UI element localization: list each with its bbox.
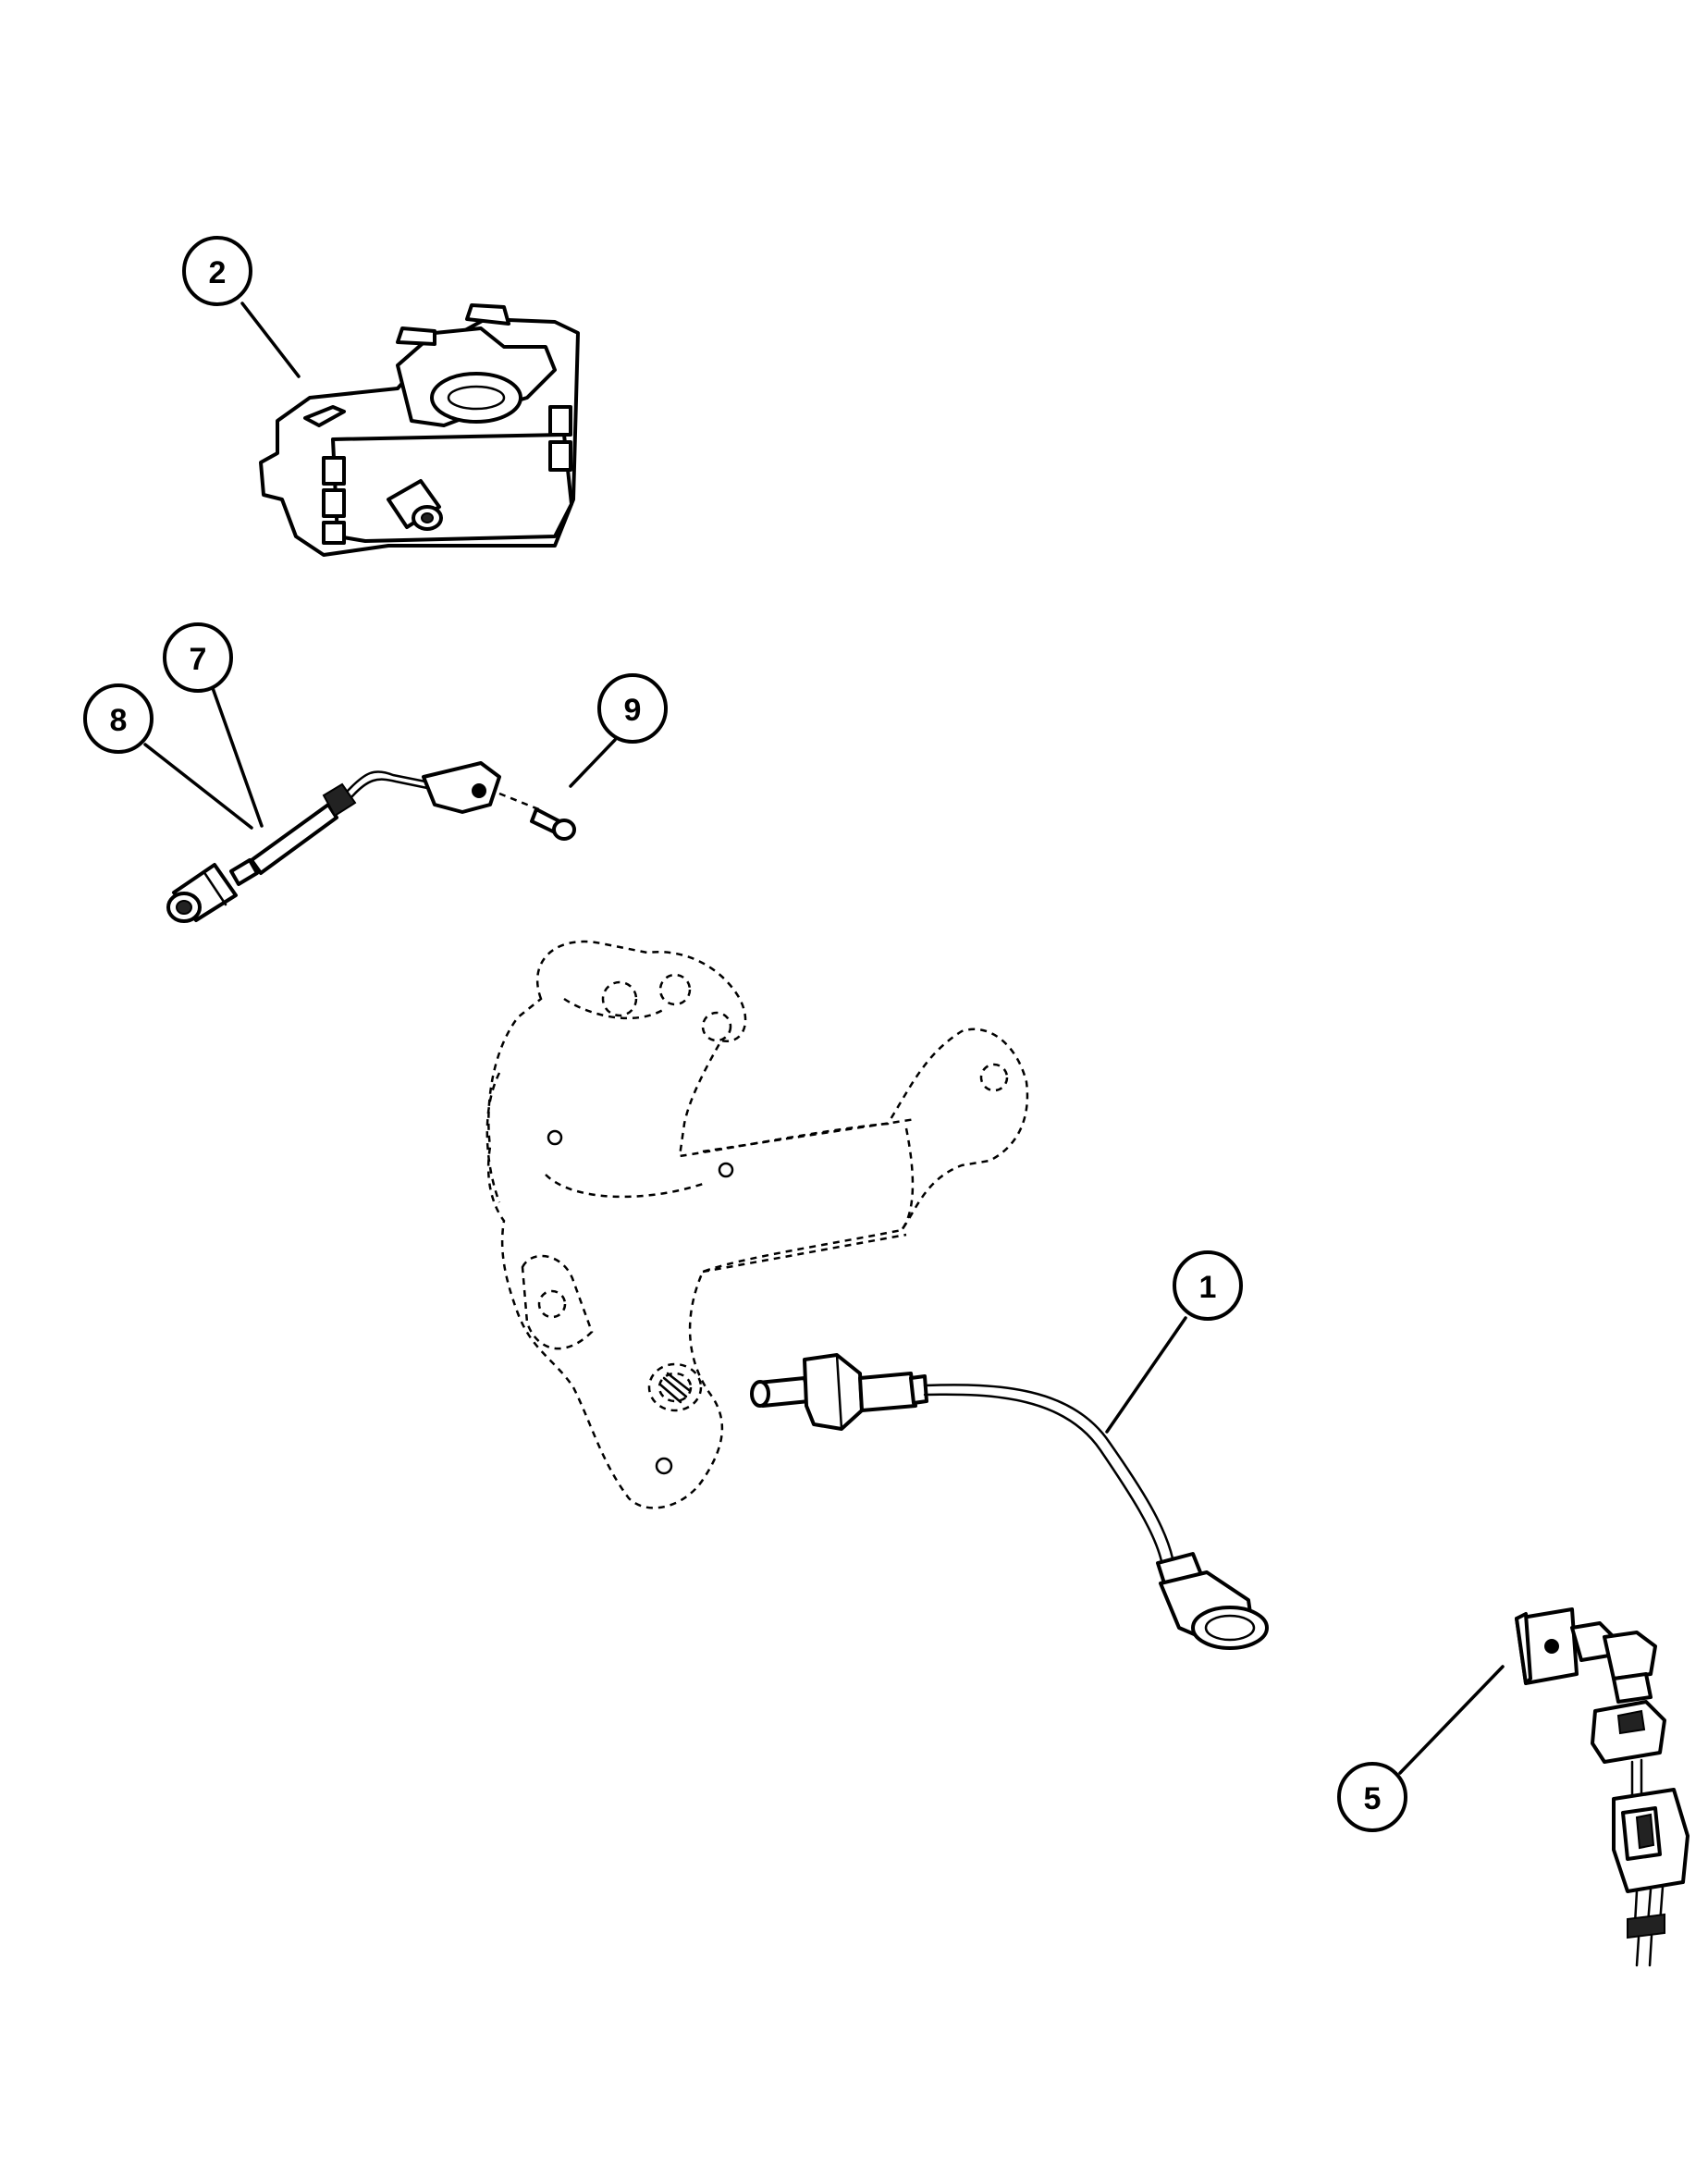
- leader-1: [1105, 1316, 1187, 1434]
- leader-7: [211, 686, 264, 828]
- callout-2-label: 2: [209, 255, 227, 290]
- leader-5: [1398, 1665, 1505, 1775]
- callout-8: 8: [83, 683, 154, 754]
- sensor-harness-assembly: [166, 761, 576, 923]
- leader-9: [569, 738, 617, 788]
- oxygen-sensor: [750, 1353, 1269, 1650]
- map-sensor: [259, 303, 580, 557]
- callout-9-label: 9: [624, 693, 642, 728]
- callout-1: 1: [1173, 1250, 1243, 1321]
- callout-7-label: 7: [190, 642, 207, 677]
- callout-9: 9: [597, 673, 668, 744]
- exhaust-manifold: [485, 940, 1029, 1509]
- callout-7: 7: [163, 622, 233, 693]
- callout-1-label: 1: [1199, 1270, 1217, 1305]
- callout-5-label: 5: [1364, 1781, 1382, 1816]
- callout-8-label: 8: [110, 703, 128, 738]
- callout-5: 5: [1337, 1762, 1407, 1832]
- leader-8: [143, 743, 253, 830]
- callout-2: 2: [182, 236, 252, 306]
- leader-2: [240, 302, 301, 378]
- relay-connector: [1515, 1607, 1690, 1967]
